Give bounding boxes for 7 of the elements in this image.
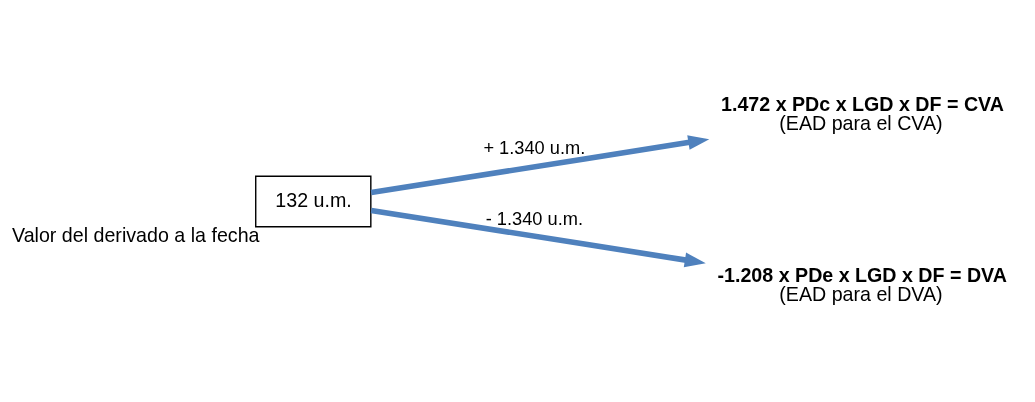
edge-label: - 1.340 u.m.: [485, 207, 583, 229]
arrow: [370, 207, 706, 267]
node-text: 1.472 x PDc x LGD x DF = CVA (EAD para el CVA): [721, 92, 1004, 134]
node-box: 132 u.m.: [255, 175, 372, 227]
edge-label: + 1.340 u.m.: [483, 136, 586, 158]
node-text: -1.208 x PDe x LGD x DF = DVA (EAD para el DVA): [717, 263, 1007, 305]
arrow: [370, 134, 710, 195]
